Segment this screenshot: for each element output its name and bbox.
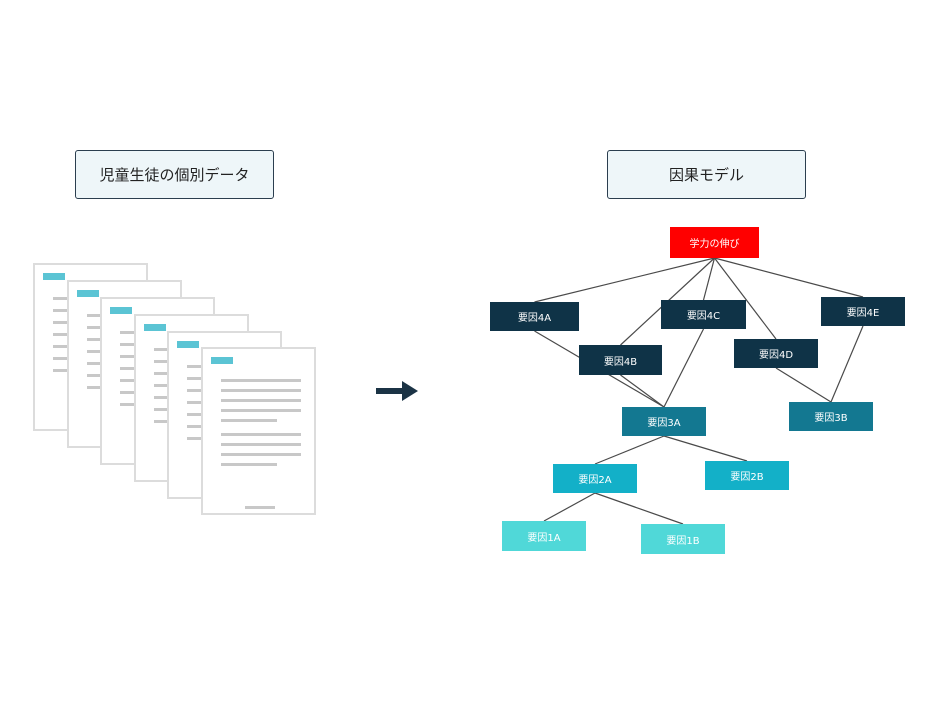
edge-f2a-f1b xyxy=(594,492,684,525)
document-tag xyxy=(110,307,132,314)
node-factor-3a: 要因3A xyxy=(622,407,706,436)
node-factor-3b: 要因3B xyxy=(789,402,873,431)
document-tag xyxy=(144,324,166,331)
node-factor-4d: 要因4D xyxy=(734,339,818,368)
document-tag xyxy=(211,357,233,364)
edge-outcome-f4e xyxy=(714,257,864,298)
node-factor-4a: 要因4A xyxy=(490,302,579,331)
edge-f3a-f2a xyxy=(594,435,665,465)
document-page xyxy=(201,347,316,515)
node-factor-1a: 要因1A xyxy=(502,521,586,551)
document-tag xyxy=(77,290,99,297)
causal-model-title: 因果モデル xyxy=(668,166,744,184)
node-factor-4b: 要因4B xyxy=(579,345,662,375)
right-arrow-icon xyxy=(376,381,418,401)
document-tag xyxy=(43,273,65,280)
edge-f4d-f3b xyxy=(775,367,832,403)
edge-outcome-f4c xyxy=(702,257,716,301)
edge-f4c-f3a xyxy=(663,328,705,408)
edge-f4b-f3a xyxy=(620,374,665,408)
individual-data-title: 児童生徒の個別データ xyxy=(99,166,250,184)
edge-f3a-f2b xyxy=(663,435,748,462)
individual-data-label: 児童生徒の個別データ xyxy=(75,150,274,199)
node-factor-2b: 要因2B xyxy=(705,461,789,490)
edge-outcome-f4d xyxy=(714,257,777,340)
document-tag xyxy=(177,341,199,348)
causal-model-label: 因果モデル xyxy=(607,150,806,199)
node-factor-2a: 要因2A xyxy=(553,464,637,493)
edge-outcome-f4a xyxy=(534,257,715,303)
node-factor-1b: 要因1B xyxy=(641,524,725,554)
node-factor-4e: 要因4E xyxy=(821,297,905,326)
node-outcome: 学力の伸び xyxy=(670,227,759,258)
edge-f2a-f1a xyxy=(543,492,596,522)
node-factor-4c: 要因4C xyxy=(661,300,746,329)
edge-f4e-f3b xyxy=(830,325,864,403)
